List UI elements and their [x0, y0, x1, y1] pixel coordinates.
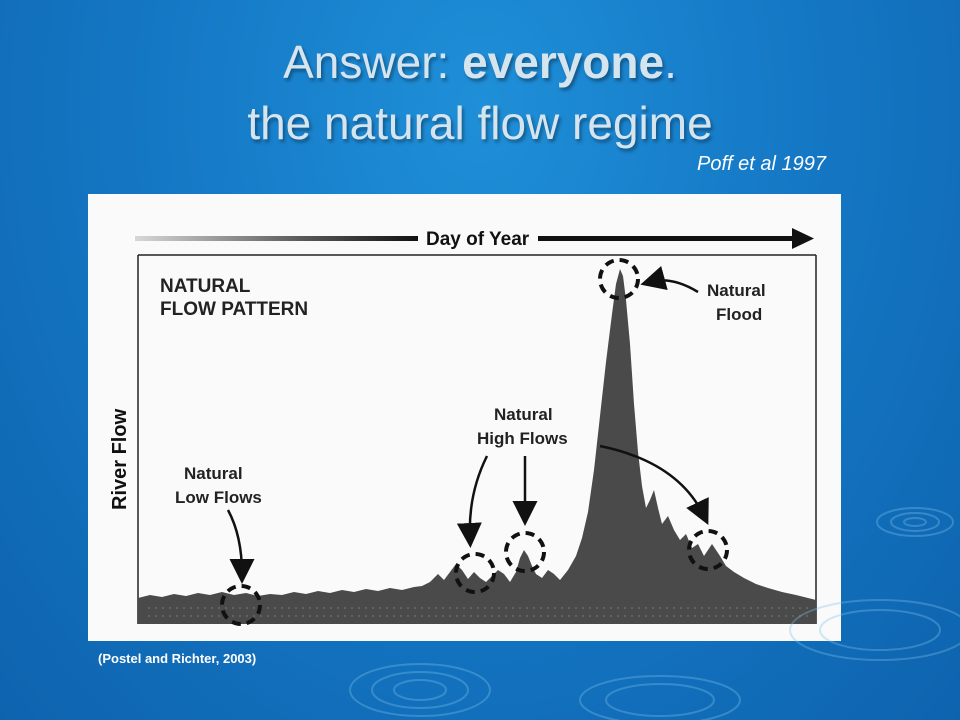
- hydrograph-area: [138, 269, 816, 624]
- high-flow-circle-3: [687, 529, 729, 571]
- day-of-year-arrowhead: [792, 228, 814, 249]
- low-flow-pointer-arrow: [226, 509, 255, 584]
- slide-title-line2: the natural flow regime: [247, 97, 713, 149]
- flood-label-line2: Flood: [716, 305, 762, 324]
- flood-label-line1: Natural: [707, 281, 766, 300]
- panel-title-line2: FLOW PATTERN: [160, 299, 308, 320]
- source-caption: (Postel and Richter, 2003): [98, 651, 257, 666]
- high-flow-circle-2: [504, 531, 546, 573]
- low-flows-label-line2: Low Flows: [175, 488, 262, 507]
- day-of-year-label: Day of Year: [426, 229, 530, 250]
- flow-regime-figure: Day of Year River Flow NATURAL FLOW PATT…: [88, 194, 841, 641]
- hydrograph-speckle: [148, 607, 808, 617]
- river-flow-axis-label: River Flow: [109, 408, 131, 510]
- day-of-year-arrow-tail: [135, 236, 418, 241]
- high-flow-pointer-arrow-3: [599, 444, 709, 526]
- title-suffix: .: [664, 36, 677, 88]
- title-emphasis: everyone: [462, 36, 665, 88]
- high-flow-pointer-arrow-1: [456, 455, 489, 548]
- high-flows-label-line1: Natural: [494, 405, 553, 424]
- title-prefix: Answer:: [283, 36, 463, 88]
- citation: Poff et al 1997: [697, 153, 826, 175]
- day-of-year-arrow-shaft: [538, 236, 794, 241]
- slide-title-line1: Answer: everyone.: [0, 34, 960, 90]
- high-flow-circle-1: [454, 552, 496, 594]
- flood-pointer-arrow: [640, 265, 699, 294]
- low-flow-circle: [220, 584, 262, 626]
- high-flows-label-line2: High Flows: [477, 429, 568, 448]
- low-flows-label-line1: Natural: [184, 464, 243, 483]
- panel-title-line1: NATURAL: [160, 276, 251, 297]
- hydrograph-diagram: Day of Year River Flow NATURAL FLOW PATT…: [109, 228, 817, 626]
- flood-peak-circle: [598, 258, 640, 300]
